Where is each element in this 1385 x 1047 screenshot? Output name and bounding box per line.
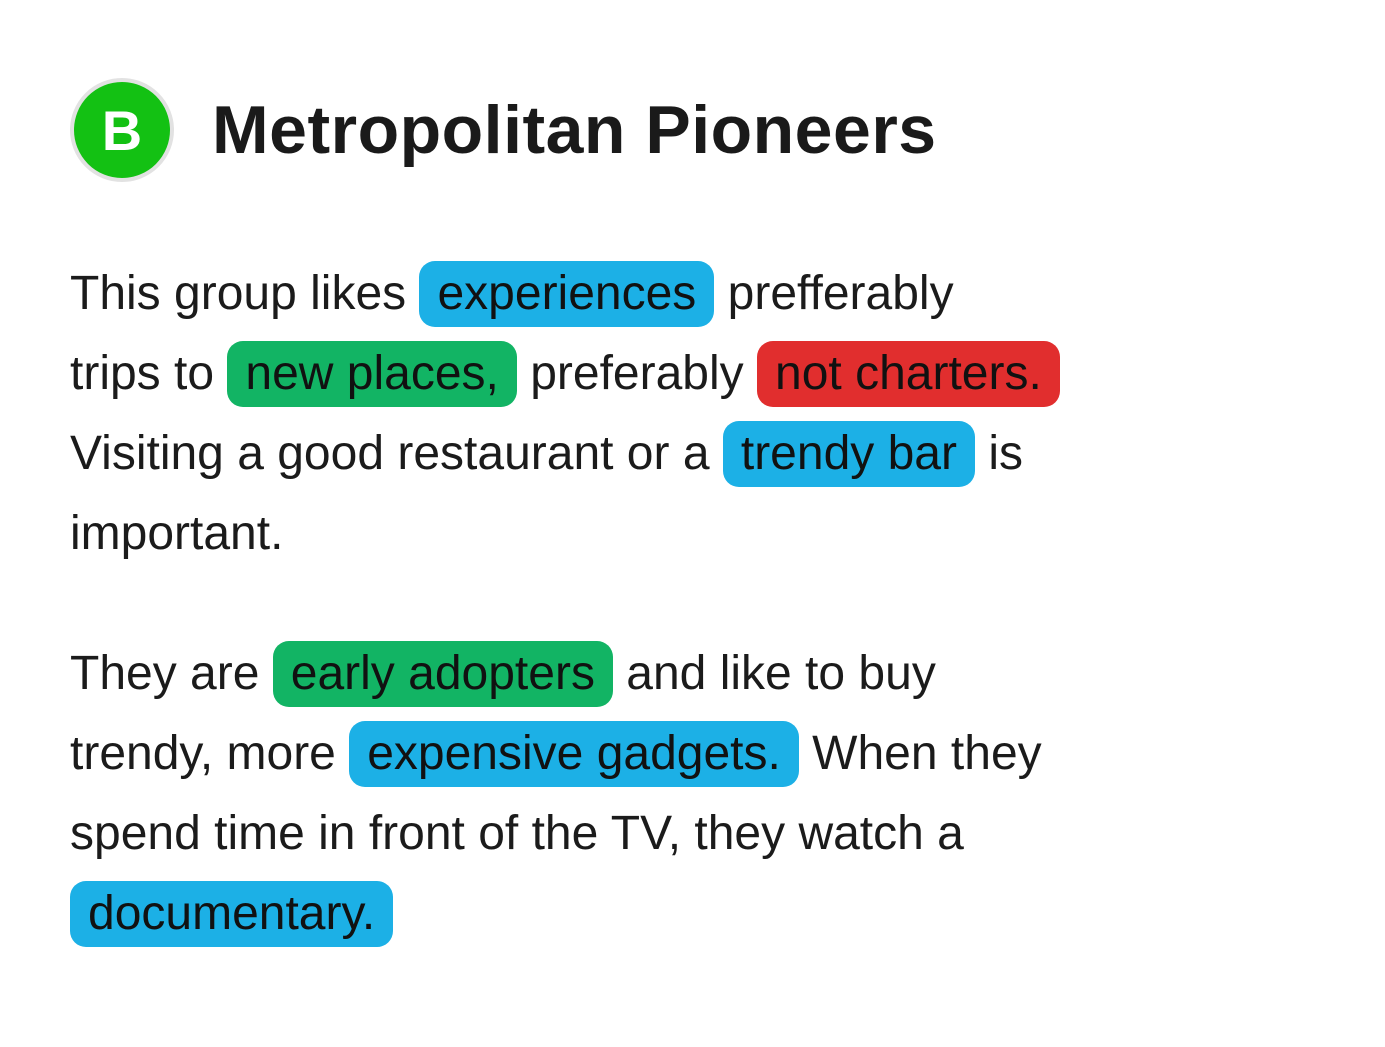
highlight-pill-blue[interactable]: expensive gadgets. <box>349 721 799 787</box>
text-segment: spend time in front of the TV, they watc… <box>70 807 964 860</box>
text-line: spend time in front of the TV, they watc… <box>70 794 1315 874</box>
text-segment: and like to buy <box>612 647 936 700</box>
persona-badge: B <box>70 78 174 182</box>
text-segment: prefferably <box>714 267 954 320</box>
text-line: important. <box>70 494 1315 574</box>
text-line: trips to new places, preferably not char… <box>70 334 1315 414</box>
persona-header: B Metropolitan Pioneers <box>70 78 1315 182</box>
highlight-pill-green[interactable]: early adopters <box>272 641 613 707</box>
text-line: They are early adopters and like to buy <box>70 634 1315 714</box>
persona-description: This group likes experiences prefferably… <box>70 254 1315 954</box>
text-segment: important. <box>70 507 284 560</box>
highlight-pill-green[interactable]: new places, <box>227 341 517 407</box>
text-segment: They are <box>70 647 273 700</box>
text-segment: preferably <box>516 347 757 400</box>
paragraph: This group likes experiences prefferably… <box>70 254 1315 574</box>
text-segment: Visiting a good restaurant or a <box>70 427 723 480</box>
highlight-pill-blue[interactable]: documentary. <box>70 881 394 947</box>
text-segment: trendy, more <box>70 727 350 780</box>
highlight-pill-blue[interactable]: experiences <box>419 261 715 327</box>
text-segment: trips to <box>70 347 228 400</box>
text-line: trendy, more expensive gadgets. When the… <box>70 714 1315 794</box>
page-title: Metropolitan Pioneers <box>212 92 937 168</box>
highlight-pill-blue[interactable]: trendy bar <box>722 421 975 487</box>
text-segment: is <box>974 427 1023 480</box>
text-segment: This group likes <box>70 267 420 320</box>
text-line: This group likes experiences prefferably <box>70 254 1315 334</box>
text-segment: When they <box>798 727 1042 780</box>
text-line: Visiting a good restaurant or a trendy b… <box>70 414 1315 494</box>
highlight-pill-red[interactable]: not charters. <box>757 341 1060 407</box>
text-line: documentary. <box>70 874 1315 954</box>
